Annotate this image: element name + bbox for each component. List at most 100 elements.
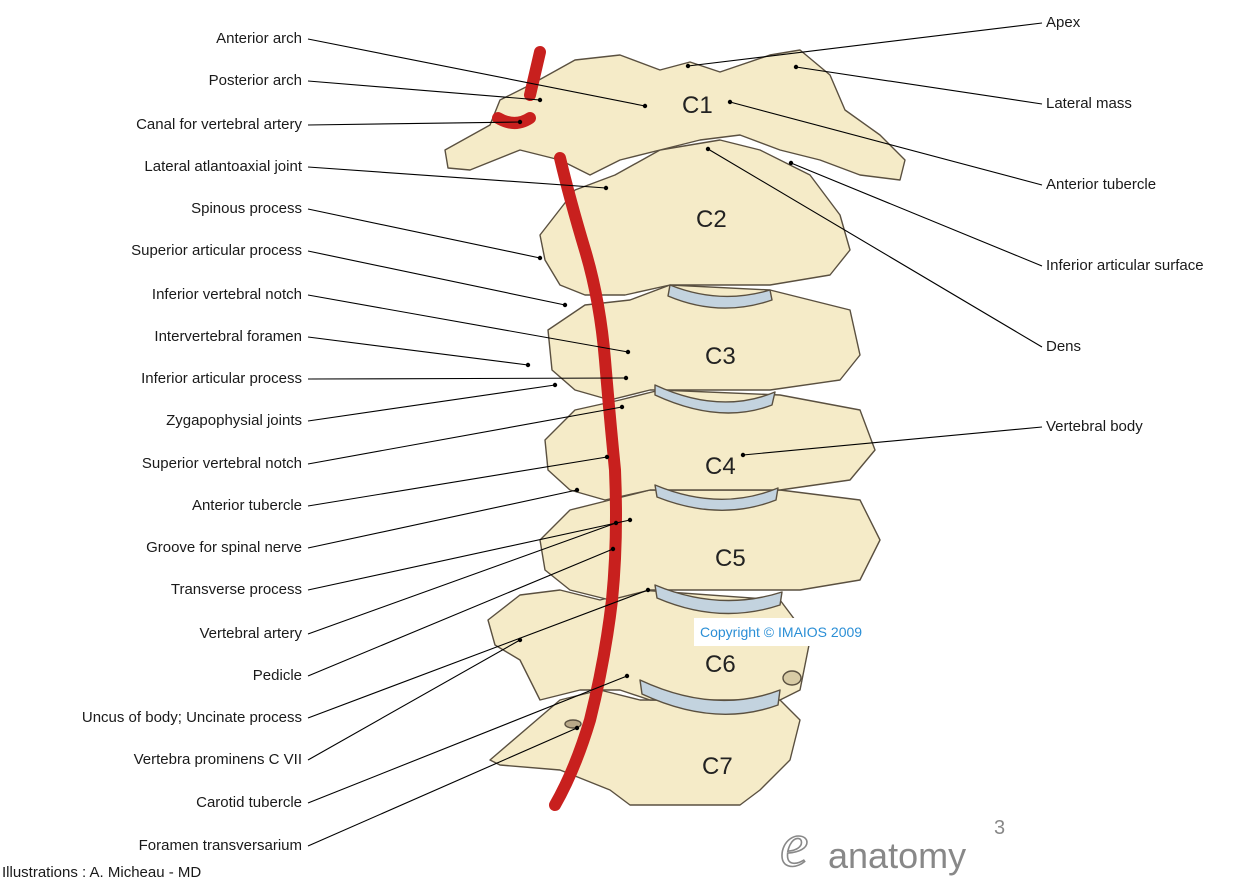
leader-left-0-dot xyxy=(642,103,648,109)
label-uncus-of-body: Uncus of body; Uncinate process xyxy=(81,709,302,726)
leader-left-10-dot xyxy=(619,404,625,410)
label-posterior-arch: Posterior arch xyxy=(208,72,302,89)
leader-left-6 xyxy=(307,294,629,353)
artery-upper xyxy=(524,46,546,101)
e-anatomy-logo: e anatomy 3 xyxy=(780,808,1005,880)
leader-dots xyxy=(517,63,799,731)
leader-right-3 xyxy=(790,162,1043,267)
leader-left-15 xyxy=(307,548,614,677)
disc-c2-c3 xyxy=(667,284,773,309)
leader-right-5 xyxy=(742,426,1043,456)
label-anterior-arch: Anterior arch xyxy=(216,30,302,47)
illustration-credit: Illustrations : A. Micheau - MD xyxy=(2,864,202,881)
label-lateral-mass: Lateral mass xyxy=(1046,95,1132,112)
logo-superscript: 3 xyxy=(994,817,1005,839)
leader-left-6-dot xyxy=(625,349,631,355)
c6-vertebra xyxy=(487,589,811,701)
leader-left-1-dot xyxy=(537,97,543,103)
leader-left-9-dot xyxy=(552,382,558,388)
label-vertebra-prominens: Vertebra prominens C VII xyxy=(133,751,302,768)
label-superior-vertebral-notch: Superior vertebral notch xyxy=(141,455,302,472)
leader-left-11-dot xyxy=(604,454,610,460)
vertebra-label-c7: C7 xyxy=(702,753,733,780)
leader-lines xyxy=(307,22,1043,847)
leader-right-2-dot xyxy=(727,99,733,105)
leader-left-2 xyxy=(307,121,521,126)
label-spinous-process: Spinous process xyxy=(191,200,302,217)
leader-left-12 xyxy=(307,489,578,549)
logo-text: anatomy xyxy=(828,835,966,876)
c2-vertebra xyxy=(539,139,851,296)
leader-left-13-dot xyxy=(627,517,633,523)
artery-main xyxy=(549,152,622,811)
vertebra-label-c5: C5 xyxy=(715,545,746,572)
leader-right-3-dot xyxy=(788,160,794,166)
label-zygapophysial-joints: Zygapophysial joints xyxy=(166,412,302,429)
leader-right-4 xyxy=(707,148,1043,348)
leader-left-14 xyxy=(307,522,617,635)
vertebra-label-c1: C1 xyxy=(682,92,713,119)
leader-left-19 xyxy=(307,727,578,847)
leader-left-14-dot xyxy=(613,520,619,526)
leader-left-8 xyxy=(307,377,627,380)
leader-left-18 xyxy=(307,675,628,804)
leader-left-8-dot xyxy=(623,375,629,381)
label-inferior-vertebral-notch: Inferior vertebral notch xyxy=(151,286,302,303)
vertebra-label-c4: C4 xyxy=(705,453,736,480)
spine-illustration xyxy=(444,49,906,806)
vertebra-label-c2: C2 xyxy=(696,206,727,233)
label-inferior-articular-process: Inferior articular process xyxy=(141,370,302,387)
leader-left-9 xyxy=(307,384,556,422)
leader-left-17 xyxy=(307,639,521,761)
disc-c6-c7 xyxy=(639,679,781,715)
leader-right-5-dot xyxy=(740,452,746,458)
leader-left-13 xyxy=(307,519,631,591)
copyright-notice: Copyright © IMAIOS 2009 xyxy=(694,618,908,646)
leader-right-1 xyxy=(795,66,1043,105)
vertebral-artery xyxy=(492,46,622,811)
c3-vertebra xyxy=(547,284,861,401)
label-superior-articular-process: Superior articular process xyxy=(131,242,302,259)
leader-right-2 xyxy=(729,101,1043,186)
leader-left-12-dot xyxy=(574,487,580,493)
label-transverse-process: Transverse process xyxy=(170,581,302,598)
leader-left-2-dot xyxy=(517,119,523,125)
label-inferior-articular-surface: Inferior articular surface xyxy=(1046,257,1204,274)
leader-left-18-dot xyxy=(624,673,630,679)
leader-right-0 xyxy=(687,22,1043,67)
leader-left-16 xyxy=(307,589,649,719)
label-groove-for-spinal-nerve: Groove for spinal nerve xyxy=(146,539,302,556)
leader-left-19-dot xyxy=(574,725,580,731)
label-vertebral-body: Vertebral body xyxy=(1046,418,1143,435)
vertebra-label-c3: C3 xyxy=(705,343,736,370)
leader-left-1 xyxy=(307,80,541,101)
leader-left-16-dot xyxy=(645,587,651,593)
leader-left-11 xyxy=(307,456,608,507)
leader-left-4-dot xyxy=(537,255,543,261)
leader-left-3-dot xyxy=(603,185,609,191)
label-vertebral-artery: Vertebral artery xyxy=(199,625,302,642)
leader-left-3 xyxy=(307,166,607,189)
logo-e-letter: e xyxy=(780,809,808,880)
label-canal-for-vertebral-artery: Canal for vertebral artery xyxy=(136,116,302,133)
vertebra-label-c6: C6 xyxy=(705,651,736,678)
leader-left-7 xyxy=(307,336,529,366)
leader-right-0-dot xyxy=(685,63,691,69)
disc-c5-c6 xyxy=(654,584,783,615)
label-anterior-tubercle-right: Anterior tubercle xyxy=(1046,176,1157,193)
leader-left-5 xyxy=(307,250,566,306)
label-foramen-transversarium: Foramen transversarium xyxy=(138,837,302,854)
label-dens: Dens xyxy=(1046,338,1082,355)
disc-c4-c5 xyxy=(654,484,779,511)
leader-left-5-dot xyxy=(562,302,568,308)
label-carotid-tubercle: Carotid tubercle xyxy=(196,794,302,811)
foramen-c6-right xyxy=(782,670,802,686)
leader-left-10 xyxy=(307,406,623,465)
leader-right-1-dot xyxy=(793,64,799,70)
leader-left-7-dot xyxy=(525,362,531,368)
label-lateral-atlantoaxial-joint: Lateral atlantoaxial joint xyxy=(144,158,302,175)
label-pedicle: Pedicle xyxy=(252,667,302,684)
leader-left-0 xyxy=(307,38,646,107)
label-apex: Apex xyxy=(1046,14,1081,31)
